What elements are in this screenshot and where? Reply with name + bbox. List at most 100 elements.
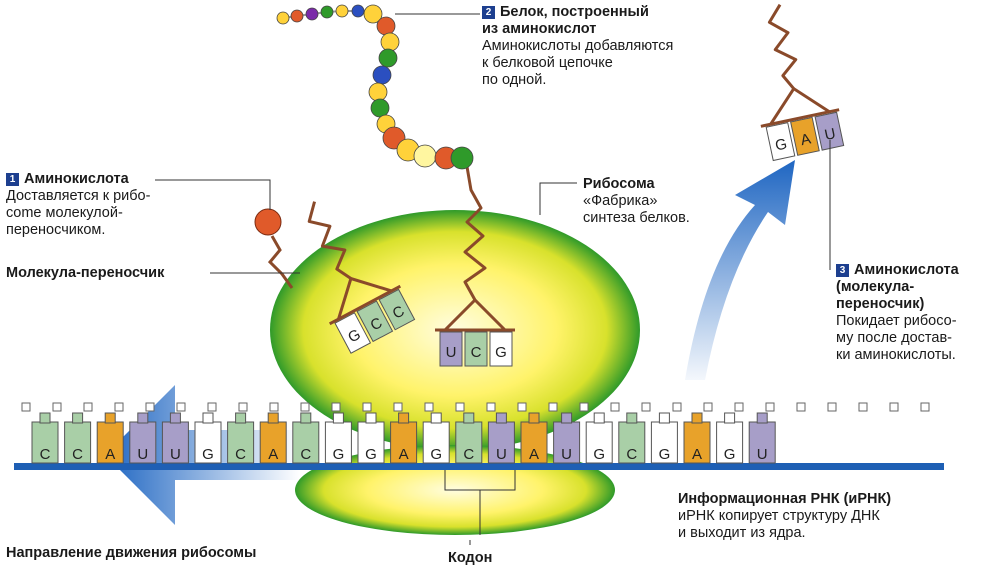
mrna-base-label: C bbox=[626, 446, 637, 463]
mrna-top-notch bbox=[424, 402, 434, 412]
mrna-base-label: A bbox=[399, 446, 409, 463]
mrna-base-8: C bbox=[292, 412, 320, 464]
aminoacid-1-line-1: Доставляется к рибо- bbox=[6, 188, 151, 204]
aminoacid-bead bbox=[378, 48, 398, 68]
aminoacid-bead bbox=[276, 11, 290, 25]
mrna-top-notch bbox=[889, 402, 899, 412]
label-carrier: Молекула-переносчик bbox=[6, 265, 164, 282]
mrna-top-notch bbox=[672, 402, 682, 412]
mrna-base-15: A bbox=[520, 412, 548, 464]
mrna-base-label: A bbox=[268, 446, 278, 463]
trna-base-0: U bbox=[439, 331, 463, 367]
mrna-base-16: U bbox=[553, 412, 581, 464]
aminoacid-1-line-3: переносчиком. bbox=[6, 222, 106, 238]
aminoacid-bead bbox=[376, 16, 396, 36]
mrna-base-11: A bbox=[390, 412, 418, 464]
protein-line-1: Аминокислоты добавляются bbox=[482, 38, 674, 54]
mrna-top-notch bbox=[486, 402, 496, 412]
leader-lines bbox=[155, 13, 831, 545]
mrna-top-notch bbox=[145, 402, 155, 412]
mrna-top-notch bbox=[269, 402, 279, 412]
mrna-top-notch bbox=[548, 402, 558, 412]
mrna-top-notch bbox=[517, 402, 527, 412]
ribosome-line-2: синтеза белков. bbox=[583, 210, 690, 226]
mrna-base-label: G bbox=[202, 446, 214, 463]
mrna-base-label: A bbox=[105, 446, 115, 463]
trna-carrier-left: GCC bbox=[307, 201, 416, 354]
mrna-base-label: A bbox=[529, 446, 539, 463]
aminoacid-1-title: Аминокислота bbox=[24, 171, 129, 187]
protein-line-2: к белковой цепочке bbox=[482, 55, 613, 71]
aminoacid-ball-1 bbox=[254, 208, 282, 236]
aminoacid-bead bbox=[290, 9, 304, 23]
mrna-top-notch bbox=[52, 402, 62, 412]
mrna-top-notch bbox=[455, 402, 465, 412]
aminoacid-3-line-1: Покидает рибосо- bbox=[836, 313, 957, 329]
mrna-base-3: U bbox=[129, 412, 157, 464]
mrna-base-22: U bbox=[748, 412, 776, 464]
mrna-base-label: C bbox=[40, 446, 51, 463]
mrna-top-notch bbox=[734, 402, 744, 412]
aminoacid-3-line-3: ки аминокислоты. bbox=[836, 347, 956, 363]
mrna-base-label: A bbox=[692, 446, 702, 463]
mrna-base-12: G bbox=[422, 412, 450, 464]
ribosome-title: Рибосома bbox=[583, 176, 655, 192]
aminoacid-1-link bbox=[267, 235, 294, 289]
aminoacid-bead bbox=[380, 32, 400, 52]
mrna-base-label: U bbox=[137, 446, 148, 463]
mrna-base-6: C bbox=[227, 412, 255, 464]
mrna-top-notch bbox=[238, 402, 248, 412]
mrna-base-label: G bbox=[724, 446, 736, 463]
aminoacid-bead bbox=[413, 144, 437, 168]
mrna-top-notch bbox=[300, 402, 310, 412]
aminoacid-bead bbox=[335, 4, 349, 18]
trna-base-0: G bbox=[334, 312, 372, 354]
mrna-top-notch bbox=[21, 402, 31, 412]
trna-base-label: A bbox=[799, 130, 812, 149]
mrna-base-label: U bbox=[561, 446, 572, 463]
step-3-badge: 3 bbox=[836, 264, 849, 277]
mrna-base-2: A bbox=[96, 412, 124, 464]
mrna-base-5: G bbox=[194, 412, 222, 464]
aminoacid-bead bbox=[372, 65, 392, 85]
mrna-top-notch bbox=[393, 402, 403, 412]
exit-arrow bbox=[685, 160, 795, 380]
aminoacid-bead bbox=[370, 98, 390, 118]
trna-base-label: U bbox=[446, 344, 457, 361]
mrna-base-10: G bbox=[357, 412, 385, 464]
mrna-top-notch bbox=[703, 402, 713, 412]
protein-title-2: из аминокислот bbox=[482, 21, 597, 37]
trna-base-1: C bbox=[464, 331, 488, 367]
label-direction: Направление движения рибосомы bbox=[6, 545, 256, 562]
mrna-top-notch bbox=[579, 402, 589, 412]
trna-base-2: G bbox=[489, 331, 513, 367]
ribosome-line-1: «Фабрика» bbox=[583, 193, 658, 209]
protein-chain bbox=[254, 4, 474, 289]
mrna-line-2: и выходит из ядра. bbox=[678, 525, 806, 541]
mrna-base-label: U bbox=[496, 446, 507, 463]
mrna-top-notch bbox=[331, 402, 341, 412]
mrna-base-20: A bbox=[683, 412, 711, 464]
mrna-title: Информационная РНК (иРНК) bbox=[678, 491, 892, 507]
mrna-base-0: C bbox=[31, 412, 59, 464]
mrna-top-notch bbox=[83, 402, 93, 412]
mrna-top-notch bbox=[610, 402, 620, 412]
aminoacid-bead bbox=[363, 4, 383, 24]
trna-base-2: U bbox=[814, 111, 845, 151]
label-mrna: Информационная РНК (иРНК) иРНК копирует … bbox=[678, 491, 891, 542]
mrna-base-label: G bbox=[333, 446, 345, 463]
mrna-base-13: C bbox=[455, 412, 483, 464]
direction-title: Направление движения рибосомы bbox=[6, 545, 257, 561]
mrna-base-label: G bbox=[430, 446, 442, 463]
mrna-base-7: A bbox=[259, 412, 287, 464]
mrna-top-notch bbox=[827, 402, 837, 412]
codon-bracket bbox=[444, 470, 516, 535]
aminoacid-bead bbox=[351, 4, 365, 18]
mrna-base-18: C bbox=[618, 412, 646, 464]
codon-title: Кодон bbox=[448, 550, 493, 566]
